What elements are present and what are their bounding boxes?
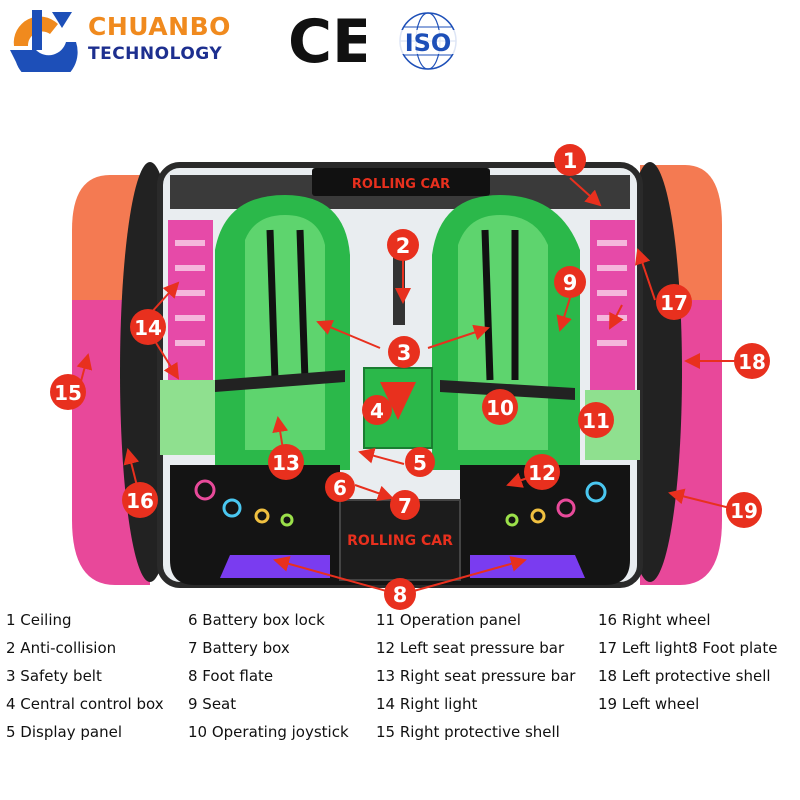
callout-7: 7 bbox=[390, 490, 420, 520]
brand-name-line1: CHUANBO bbox=[88, 12, 231, 41]
top-sign-text: ROLLING CAR bbox=[352, 177, 450, 192]
svg-text:14: 14 bbox=[134, 316, 162, 340]
svg-text:11: 11 bbox=[582, 409, 610, 433]
legend-item: 4 Central control box bbox=[6, 695, 164, 713]
left-light-panel-green bbox=[160, 380, 215, 455]
front-sign-text: ROLLING CAR bbox=[347, 533, 453, 549]
legend-item: 1 Ceiling bbox=[6, 611, 72, 629]
legend-column-3: 11 Operation panel 12 Left seat pressure… bbox=[376, 610, 575, 750]
legend-item: 8 Foot flate bbox=[188, 667, 274, 685]
svg-text:3: 3 bbox=[397, 341, 412, 365]
legend-item: 11 Operation panel bbox=[376, 611, 521, 629]
safety-belts bbox=[266, 229, 519, 381]
svg-text:7: 7 bbox=[398, 494, 412, 518]
callout-12: 12 bbox=[524, 454, 560, 490]
svg-text:4: 4 bbox=[370, 399, 384, 423]
legend-item: 18 Left protective shell bbox=[598, 667, 771, 685]
svg-text:9: 9 bbox=[563, 271, 578, 295]
svg-text:10: 10 bbox=[486, 396, 514, 420]
callout-9: 9 bbox=[554, 266, 586, 298]
callout-8: 8 bbox=[384, 578, 416, 610]
callout-3: 3 bbox=[388, 336, 420, 368]
legend-item: 3 Safety belt bbox=[6, 667, 102, 685]
control-box-logo bbox=[380, 382, 416, 420]
callout-14: 14 bbox=[130, 309, 166, 345]
legend-item: 10 Operating joystick bbox=[188, 723, 349, 741]
iso-mark-icon: ISO bbox=[394, 12, 462, 70]
right-foot-plate bbox=[470, 555, 585, 578]
svg-text:18: 18 bbox=[738, 350, 766, 374]
svg-text:6: 6 bbox=[333, 476, 347, 500]
callout-1: 1 bbox=[554, 144, 586, 176]
legend-item: 12 Left seat pressure bar bbox=[376, 639, 565, 657]
callout-4: 4 bbox=[362, 395, 392, 425]
svg-text:8: 8 bbox=[393, 583, 408, 607]
brand-name-line2: TECHNOLOGY bbox=[88, 44, 223, 64]
right-pressure-bar bbox=[440, 380, 575, 400]
legend-item: 13 Right seat pressure bar bbox=[376, 667, 576, 685]
svg-text:2: 2 bbox=[396, 234, 411, 258]
left-seat-inner bbox=[245, 215, 325, 450]
callout-15: 15 bbox=[50, 374, 86, 410]
callout-2: 2 bbox=[387, 229, 419, 261]
legend-item: 9 Seat bbox=[188, 695, 237, 713]
callout-18: 18 bbox=[734, 343, 770, 379]
top-sign-panel bbox=[312, 168, 490, 196]
left-light-panel bbox=[168, 220, 213, 380]
legend-item: 16 Right wheel bbox=[598, 611, 711, 629]
legend-item: 14 Right light bbox=[376, 695, 478, 713]
svg-text:19: 19 bbox=[730, 499, 758, 523]
legend-item: 6 Battery box lock bbox=[188, 611, 325, 629]
callout-17: 17 bbox=[656, 284, 692, 320]
svg-text:12: 12 bbox=[528, 461, 556, 485]
legend-column-4: 16 Right wheel 17 Left light8 Foot plate… bbox=[598, 610, 778, 722]
callout-19: 19 bbox=[726, 492, 762, 528]
legend-item: 19 Left wheel bbox=[598, 695, 700, 713]
svg-text:17: 17 bbox=[660, 291, 688, 315]
callout-11: 11 bbox=[578, 402, 614, 438]
legend-column-1: 1 Ceiling 2 Anti-collision 3 Safety belt… bbox=[6, 610, 164, 750]
svg-text:13: 13 bbox=[272, 451, 300, 475]
decorative-rings bbox=[194, 479, 607, 527]
chuanbo-logo-icon bbox=[10, 10, 78, 72]
product-photo: ROLLING CAR ROLLING CAR bbox=[50, 144, 770, 610]
ce-mark-text: CE bbox=[288, 8, 366, 70]
callout-13: 13 bbox=[268, 444, 304, 480]
iso-mark-text: ISO bbox=[405, 29, 452, 57]
callout-6: 6 bbox=[325, 472, 355, 502]
legend-item: 5 Display panel bbox=[6, 723, 122, 741]
legend-column-2: 6 Battery box lock 7 Battery box 8 Foot … bbox=[188, 610, 349, 750]
brand-name: CHUANBO TECHNOLOGY bbox=[88, 14, 231, 63]
callout-16: 16 bbox=[122, 482, 158, 518]
callout-5: 5 bbox=[405, 447, 435, 477]
header: CHUANBO TECHNOLOGY CE ISO bbox=[0, 0, 800, 80]
callout-10: 10 bbox=[482, 389, 518, 425]
legend-item: 15 Right protective shell bbox=[376, 723, 560, 741]
left-foot-plate bbox=[220, 555, 330, 578]
svg-text:5: 5 bbox=[413, 451, 427, 475]
left-pressure-bar bbox=[215, 370, 345, 392]
svg-text:1: 1 bbox=[563, 149, 578, 173]
callout-badges: 1 2 3 4 5 6 7 8 9 10 11 12 13 14 15 16 1… bbox=[50, 144, 770, 610]
svg-text:16: 16 bbox=[126, 489, 154, 513]
right-light-panel bbox=[590, 220, 635, 390]
legend-item: 17 Left light8 Foot plate bbox=[598, 639, 778, 657]
legend-item: 7 Battery box bbox=[188, 639, 290, 657]
ce-mark-icon: CE bbox=[288, 8, 366, 70]
legend-item: 2 Anti-collision bbox=[6, 639, 117, 657]
svg-text:15: 15 bbox=[54, 381, 82, 405]
parts-legend: 1 Ceiling 2 Anti-collision 3 Safety belt… bbox=[0, 610, 800, 750]
